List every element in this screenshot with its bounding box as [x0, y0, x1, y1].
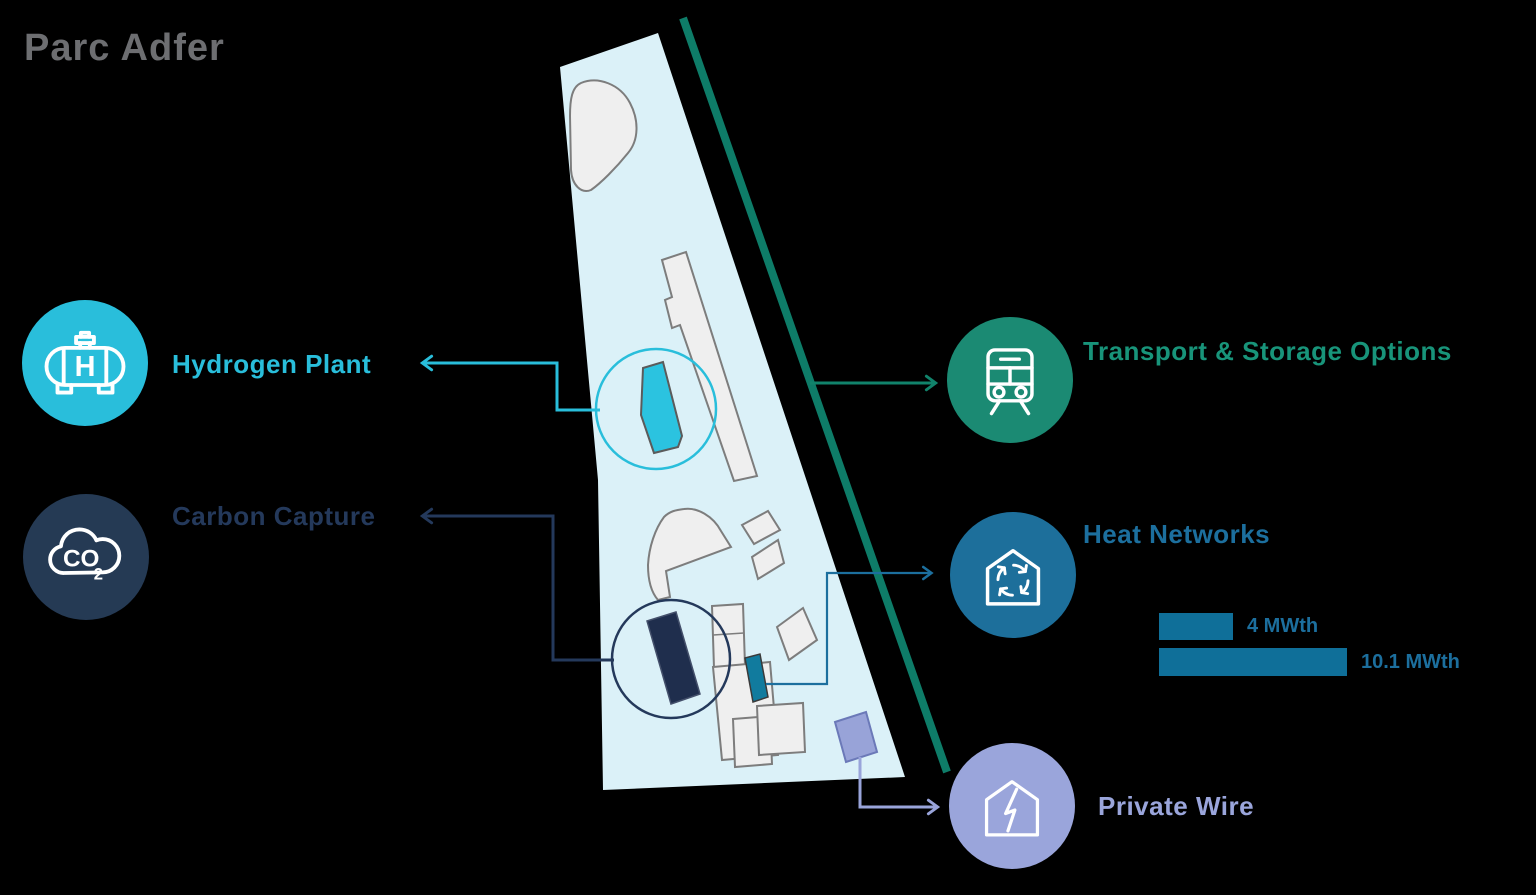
- heat-connector-arrow: [766, 565, 934, 686]
- private-wire-connector-arrow: [858, 757, 941, 816]
- building-square-1: [740, 509, 782, 546]
- building-column-divider: [712, 632, 745, 636]
- heat-capacity-bar-small-label: 4 MWth: [1247, 615, 1319, 637]
- heat-capacity-bar-large: [1159, 648, 1347, 676]
- carbon-capture-node: CO 2: [23, 494, 149, 620]
- private-wire-building: [833, 710, 879, 764]
- building-long-strip: [660, 250, 759, 483]
- building-column: [710, 602, 747, 670]
- private-wire-label: Private Wire: [1098, 791, 1255, 821]
- building-square-3: [775, 606, 819, 662]
- heat-networks-node: [950, 512, 1076, 638]
- railway-line: [679, 16, 951, 774]
- heat-capacity-bar-row-1: 4 MWth: [1159, 613, 1318, 640]
- building-lower-right: [755, 701, 807, 757]
- hydrogen-connector-arrow: [419, 354, 600, 412]
- hydrogen-plant-label: Hydrogen Plant: [172, 349, 372, 379]
- pond-shape: [568, 79, 638, 192]
- heat-source-building: [744, 653, 769, 703]
- transport-storage-node: [947, 317, 1073, 443]
- building-square-2: [750, 538, 786, 581]
- heat-networks-label: Heat Networks: [1083, 519, 1271, 549]
- heat-capacity-bar-row-2: 10.1 MWth: [1159, 648, 1460, 676]
- private-wire-node: [949, 743, 1075, 869]
- hydrogen-plant-node: H: [22, 300, 148, 426]
- carbon-capture-label: Carbon Capture: [172, 501, 376, 531]
- carbon-capture-building: [646, 611, 701, 705]
- co2-icon-subscript: 2: [94, 564, 103, 583]
- hydrogen-tank-icon: H: [44, 330, 126, 395]
- building-hook: [646, 507, 733, 602]
- hydrogen-plant-building: [639, 360, 684, 455]
- transport-storage-label: Transport & Storage Options: [1083, 336, 1452, 366]
- carbon-connector-arrow: [419, 507, 614, 662]
- heat-capacity-bar-small: [1159, 613, 1233, 640]
- train-icon: [986, 348, 1034, 416]
- hydrogen-icon-letter: H: [75, 351, 96, 383]
- diagram-title: Parc Adfer: [24, 27, 225, 69]
- lightning-house-icon: [984, 780, 1040, 837]
- co2-cloud-icon: CO 2: [48, 527, 122, 583]
- co2-icon-text: CO: [63, 546, 100, 573]
- heat-recirculation-house-icon: [985, 548, 1041, 606]
- heat-capacity-bar-large-label: 10.1 MWth: [1361, 650, 1460, 673]
